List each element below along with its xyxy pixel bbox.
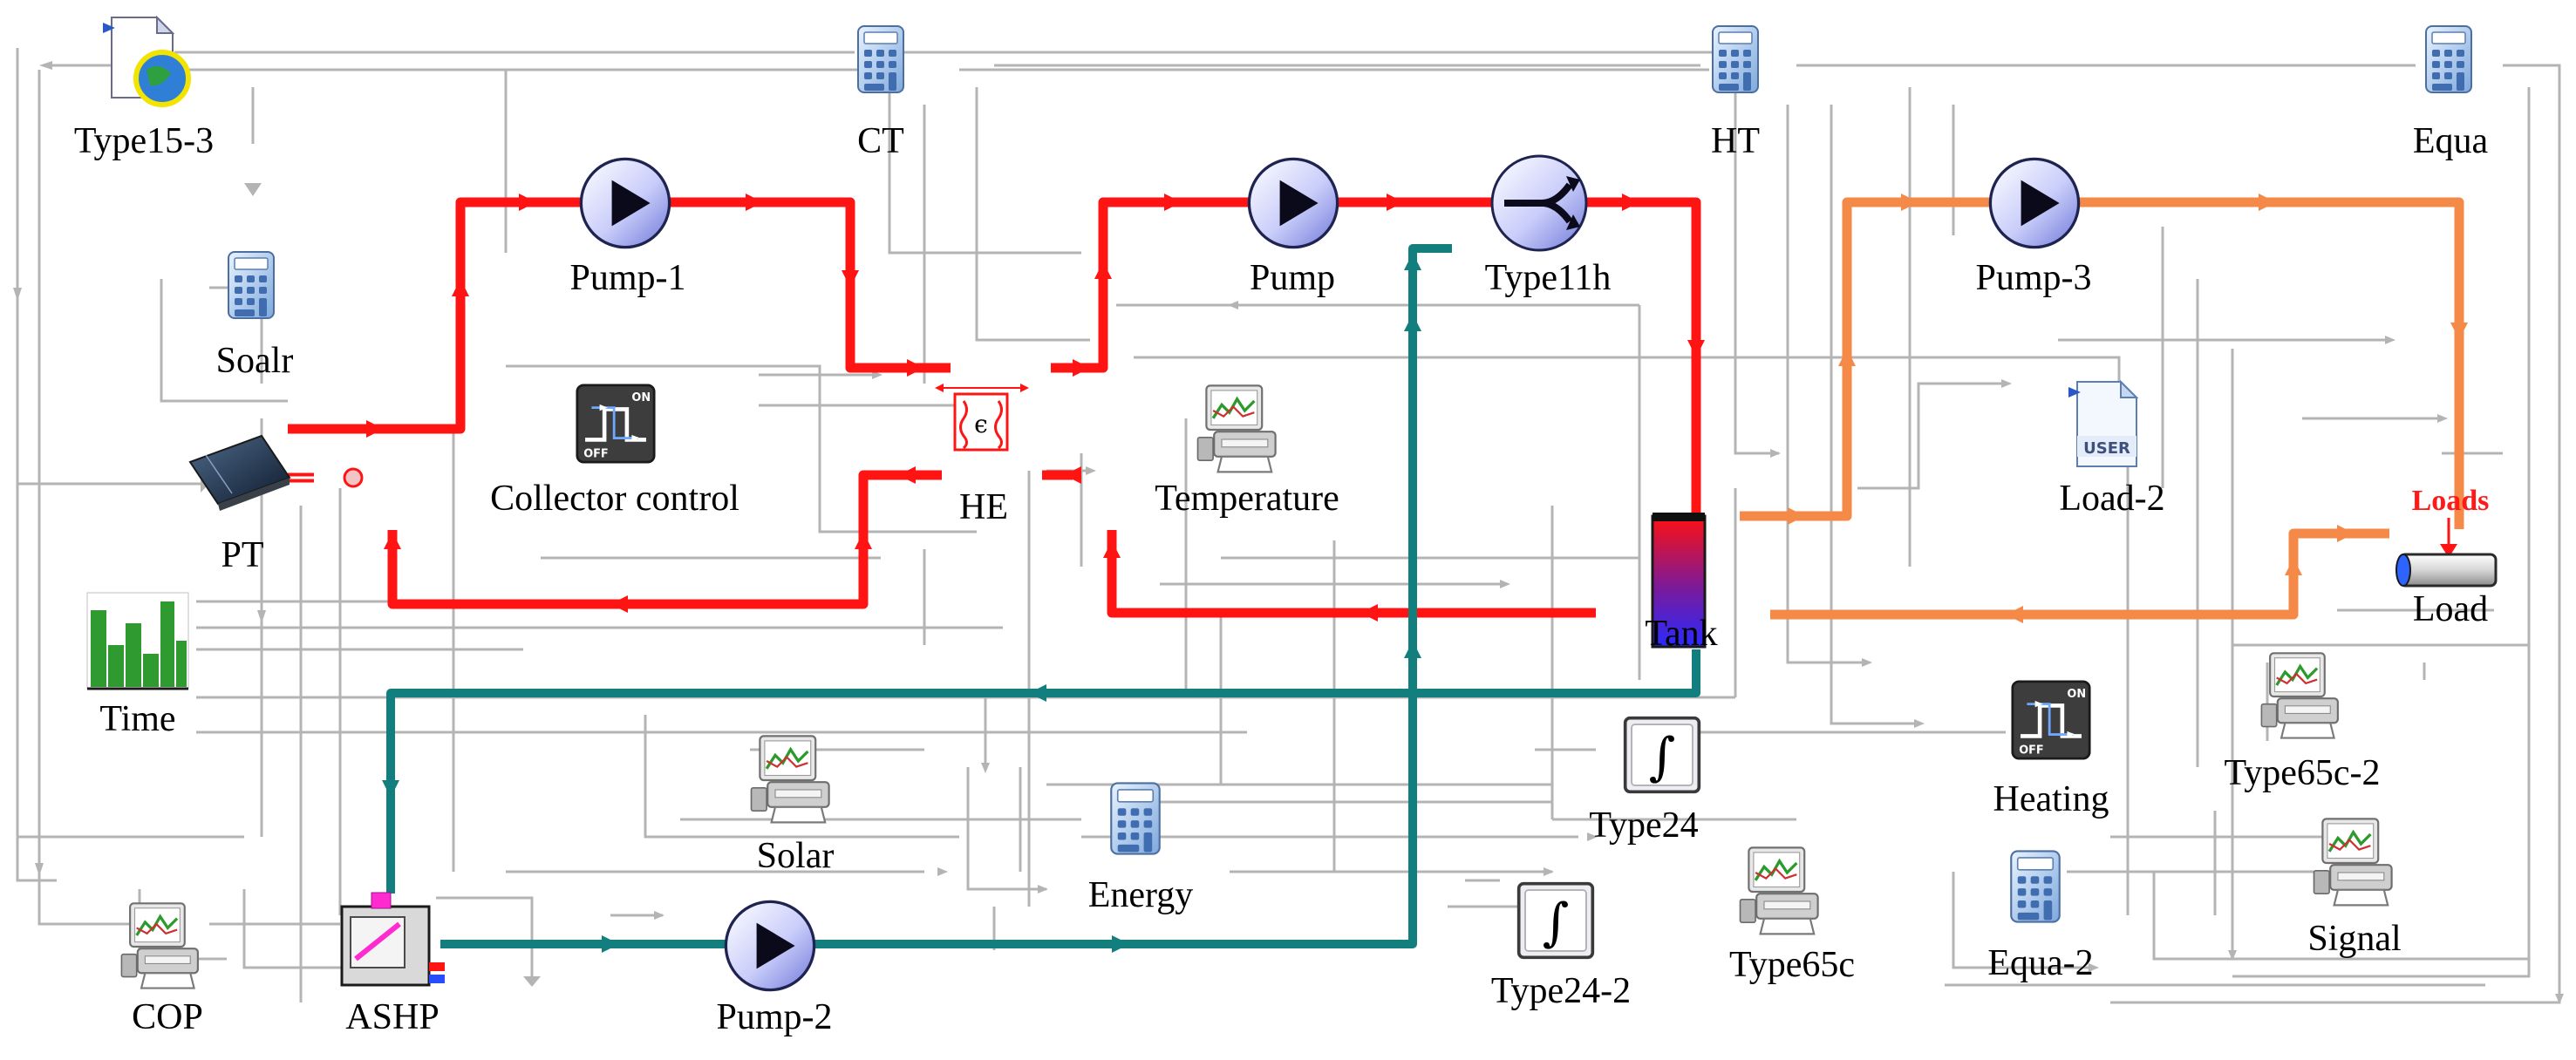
pump-icon [1988,157,2081,249]
heat-pump-loop [382,244,1700,953]
on-off-controller-icon [2013,682,2089,758]
pt-component[interactable]: PT [188,434,291,575]
pump-1-label: Pump-1 [569,258,685,298]
calculator-icon [2010,850,2061,923]
he-label: HE [959,487,1008,527]
soalr-label: Soalr [216,341,294,381]
pump-3-label: Pump-3 [1975,258,2091,298]
solar-collector-icon [188,434,291,511]
collector-control-component[interactable]: Collector control [490,385,739,519]
time-component[interactable]: Time [86,592,189,739]
plotter-icon [119,901,200,990]
plotter-icon [1738,846,1820,936]
ashp-component[interactable]: ASHP [340,892,445,1037]
ct-component[interactable]: CT [857,25,904,161]
calculator-icon [2425,25,2472,93]
temperature-label: Temperature [1155,479,1339,519]
pump-icon [579,157,671,249]
cop-component[interactable]: COP [119,901,203,1037]
time-profile-icon [86,592,189,690]
energy-component[interactable]: Energy [1088,782,1194,915]
ashp-label: ASHP [345,997,439,1037]
solar-component[interactable]: Solar [749,734,835,876]
type65c-2-label: Type65c-2 [2225,753,2381,793]
solar-label: Solar [757,836,835,876]
time-label: Time [99,699,175,739]
type65c-label: Type65c [1729,945,1855,985]
calculator-icon [227,250,276,320]
load-loop [1740,194,2468,623]
signal-component[interactable]: Signal [2307,817,2402,959]
cop-label: COP [132,997,203,1037]
calculator-icon [857,25,904,93]
pump-component[interactable]: Pump [1247,157,1339,298]
user-file-icon: USER [2068,379,2139,467]
equa-component[interactable]: Equa [2413,25,2489,161]
type15-3-component[interactable]: Type15-3 [74,15,214,161]
calculator-icon [1712,25,1759,93]
ct-label: CT [857,121,904,161]
svg-text:ϵ: ϵ [974,410,988,438]
plotter-icon [2259,651,2340,740]
integrator-icon [1516,881,1595,960]
type65c-2-component[interactable]: Type65c-2 [2225,651,2381,793]
pump-2-label: Pump-2 [716,997,832,1037]
type65c-component[interactable]: Type65c [1729,846,1855,985]
type11h-label: Type11h [1485,258,1612,298]
integrator-icon [1623,716,1701,794]
type15-3-label: Type15-3 [74,121,214,161]
pump-icon [724,900,816,992]
collector-control-label: Collector control [490,479,739,519]
pump-icon [1247,157,1339,249]
soalr-component[interactable]: Soalr [216,250,294,381]
pump-3-component[interactable]: Pump-3 [1975,157,2092,298]
ht-component[interactable]: HT [1711,25,1760,161]
tank-label: Tank [1645,614,1717,654]
weather-data-icon [103,15,191,107]
tank-component[interactable]: Tank [1645,513,1718,654]
ht-label: HT [1711,121,1760,161]
type24-2-label: Type24-2 [1491,971,1631,1011]
he-component[interactable]: ϵ HE [935,384,1029,527]
loads-tag: Loads [2412,485,2490,517]
user-badge: USER [2083,439,2130,458]
heat-pump-icon [340,892,445,987]
on-off-controller-icon [577,385,654,462]
temperature-component[interactable]: Temperature [1155,384,1339,519]
load-pipe-icon [2395,553,2498,588]
equa-2-label: Equa-2 [1987,943,2093,983]
heat-exchanger-icon: ϵ [935,384,1029,452]
type24-component[interactable]: Type24 [1589,716,1701,846]
diverter-icon [1490,154,1588,252]
signal-label: Signal [2307,919,2401,959]
pt-label: PT [221,535,263,575]
load-component[interactable]: Loads Load [2395,485,2498,629]
pump-2-component[interactable]: Pump-2 [716,900,833,1037]
type11h-component[interactable]: Type11h [1485,154,1612,298]
loads-arrow-icon [2440,544,2457,558]
heating-component[interactable]: Heating [1993,682,2109,819]
equa-2-component[interactable]: Equa-2 [1987,850,2094,983]
load-label: Load [2413,589,2488,629]
equa-label: Equa [2413,121,2489,161]
heating-label: Heating [1993,779,2109,819]
plotter-icon [2312,817,2394,907]
calculator-icon [1110,782,1161,855]
plotter-icon [1196,384,1278,474]
energy-label: Energy [1088,875,1194,915]
pump-label: Pump [1250,258,1335,298]
load-2-component[interactable]: USER Load-2 [2059,379,2165,519]
pump-1-component[interactable]: Pump-1 [569,157,686,298]
type24-label: Type24 [1589,805,1698,846]
storage-tank-icon [1651,513,1707,649]
type24-2-component[interactable]: Type24-2 [1491,881,1631,1011]
load-2-label: Load-2 [2059,479,2164,519]
